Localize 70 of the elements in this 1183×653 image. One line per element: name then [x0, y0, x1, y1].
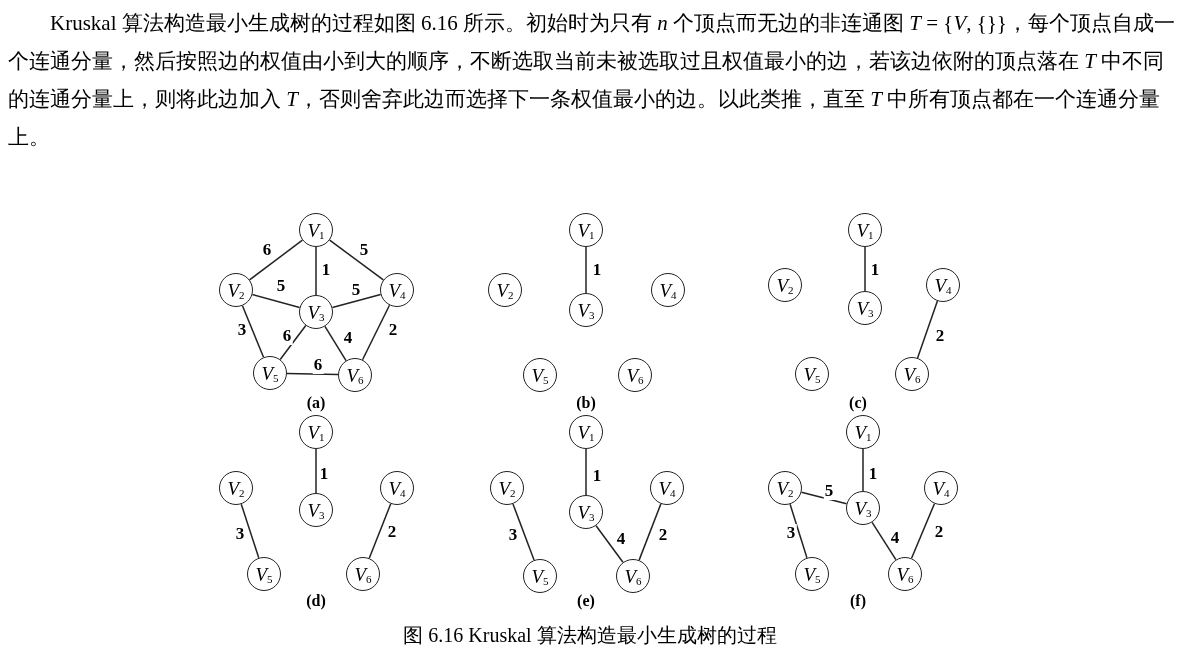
vertex-label: V$_{2}$ — [227, 478, 245, 498]
vertex-label: V$_{6}$ — [626, 365, 644, 385]
edge-line — [315, 448, 317, 494]
panel-label: (d) — [306, 591, 326, 612]
vertex-label: V$_{1}$ — [854, 422, 872, 442]
edge-line — [240, 503, 260, 559]
edge-line — [324, 325, 347, 362]
edge-label: 6 — [312, 356, 324, 374]
edge-line — [585, 246, 587, 294]
vertex-label: V$_{4}$ — [388, 280, 406, 300]
figure-caption: 图 6.16 Kruskal 算法构造最小生成树的过程 — [403, 623, 777, 648]
edge-line — [789, 503, 808, 559]
edge-line — [871, 521, 897, 561]
vertex-label: V$_{6}$ — [354, 564, 372, 584]
edge-label: 5 — [823, 482, 835, 500]
vertex-label: V$_{3}$ — [307, 500, 325, 520]
vertex-label: V$_{5}$ — [531, 365, 549, 385]
vertex-label: V$_{2}$ — [498, 478, 516, 498]
vertex-label: V$_{1}$ — [577, 422, 595, 442]
edge-line — [251, 293, 301, 309]
vertex-label: V$_{2}$ — [496, 280, 514, 300]
vertex-label: V$_{4}$ — [388, 478, 406, 498]
vertex-label: V$_{3}$ — [577, 300, 595, 320]
vertex-label: V$_{2}$ — [227, 280, 245, 300]
edge-line — [864, 246, 866, 292]
edge-line — [916, 300, 939, 359]
vertex-label: V$_{5}$ — [803, 364, 821, 384]
vertex-label: V$_{2}$ — [776, 275, 794, 295]
edge-line — [331, 293, 382, 309]
vertex-label: V$_{4}$ — [658, 478, 676, 498]
vertex-label: V$_{5}$ — [531, 566, 549, 586]
edge-line — [328, 239, 385, 281]
edge-label: 6 — [281, 327, 293, 345]
vertex-label: V$_{6}$ — [896, 564, 914, 584]
edge-line — [315, 246, 317, 296]
vertex-label: V$_{6}$ — [624, 566, 642, 586]
edge-line — [241, 305, 265, 358]
panel-label: (c) — [849, 393, 867, 414]
edge-line — [638, 503, 662, 561]
vertex-label: V$_{3}$ — [854, 498, 872, 518]
paragraph: Kruskal 算法构造最小生成树的过程如图 6.16 所示。初始时为只有 n 个顶点而无边的非连通图 T = {V, {}}，每个顶点自成一个连通分量，然后按照边的权值由小到大的顺序，不断选取当前未被选取过且权值最小的边，若该边依附的顶点落在 T 中不同的连通分量上，则将此边加入 T，否则舍弃此边而选择下一条权值最小的边。以此类推，直至 T 中所有顶点都在一个连通分量上。 — [8, 10, 1176, 151]
vertex-label: V$_{4}$ — [659, 280, 677, 300]
vertex-label: V$_{1}$ — [577, 220, 595, 240]
vertex-label: V$_{6}$ — [346, 365, 364, 385]
vertex-label: V$_{1}$ — [307, 220, 325, 240]
vertex-label: V$_{3}$ — [307, 302, 325, 322]
edge-line — [368, 503, 392, 559]
vertex-label: V$_{5}$ — [255, 564, 273, 584]
vertex-label: V$_{6}$ — [903, 364, 921, 384]
edge-line — [800, 491, 848, 505]
panel-label: (e) — [577, 591, 595, 612]
panel-label: (f) — [850, 591, 866, 612]
vertex-label: V$_{4}$ — [934, 275, 952, 295]
panel-label: (b) — [576, 393, 596, 414]
edge-line — [279, 324, 307, 361]
panel-label: (a) — [306, 393, 326, 414]
edge-line — [248, 239, 304, 281]
vertex-label: V$_{5}$ — [803, 564, 821, 584]
edge-line — [595, 524, 624, 564]
edge-line — [512, 503, 535, 561]
vertex-label: V$_{3}$ — [577, 502, 595, 522]
vertex-label: V$_{4}$ — [932, 478, 950, 498]
edge-line — [585, 448, 587, 496]
edge-line — [862, 448, 864, 492]
vertex-label: V$_{5}$ — [261, 363, 279, 383]
edge-line — [286, 372, 339, 376]
vertex-label: V$_{1}$ — [307, 422, 325, 442]
vertex-label: V$_{1}$ — [856, 220, 874, 240]
vertex-label: V$_{2}$ — [776, 478, 794, 498]
vertex-label: V$_{3}$ — [856, 298, 874, 318]
